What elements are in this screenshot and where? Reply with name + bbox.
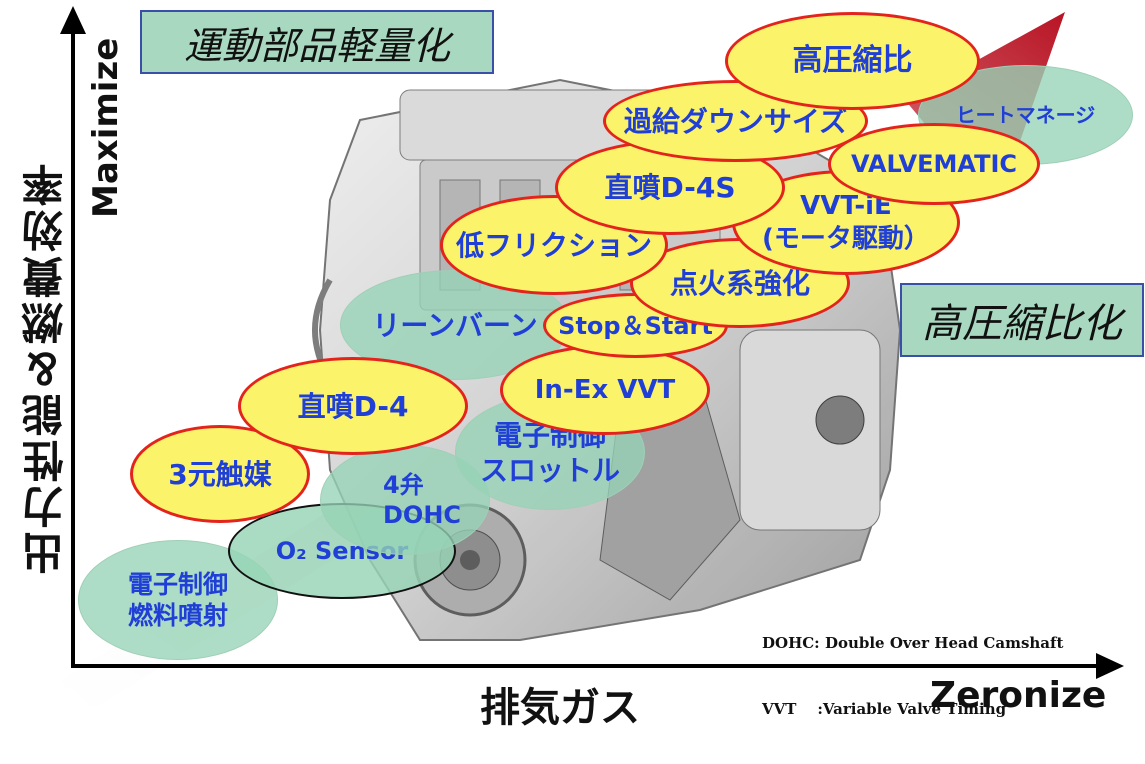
bubble-low-friction: 低フリクション — [440, 195, 668, 295]
panel-lightweight-parts: 運動部品軽量化 — [140, 10, 494, 74]
y-axis-label: 出力性能＆燃費効率 — [21, 160, 70, 574]
panel-lightweight-parts-text: 運動部品軽量化 — [183, 23, 450, 68]
bubble-high-compression: 高圧縮比 — [725, 12, 980, 110]
x-axis-arrowhead — [1096, 653, 1124, 679]
bubble-direct-injection-d4s: 直噴D-4S — [555, 140, 785, 235]
bubble-in-ex-vvt: In-Ex VVT — [500, 345, 710, 435]
y-axis-max-label: Maximize — [86, 37, 126, 218]
x-axis-max-label: Zeronize — [930, 675, 1107, 716]
technology-roadmap-diagram: 運動部品軽量化 高圧縮比化 出力性能＆燃費効率 Maximize 排気ガス Ze… — [21, 6, 1144, 731]
footnotes: DOHC: Double Over Head Camshaft VVT :Var… — [762, 588, 1063, 764]
bubble-ignition: 点火系強化 — [630, 238, 850, 328]
y-axis-arrowhead — [60, 6, 86, 34]
footnote-dohc: DOHC: Double Over Head Camshaft — [762, 634, 1064, 652]
x-axis-label: 排気ガス — [480, 685, 640, 731]
bubble-valvematic: VALVEMATIC — [828, 123, 1040, 205]
panel-high-compression: 高圧縮比化 — [900, 283, 1144, 357]
panel-high-compression-text: 高圧縮比化 — [922, 301, 1122, 347]
bubble-direct-injection-d4: 直噴D-4 — [238, 357, 468, 455]
footnote-vvt: VVT :Variable Valve Timing — [762, 700, 1007, 718]
